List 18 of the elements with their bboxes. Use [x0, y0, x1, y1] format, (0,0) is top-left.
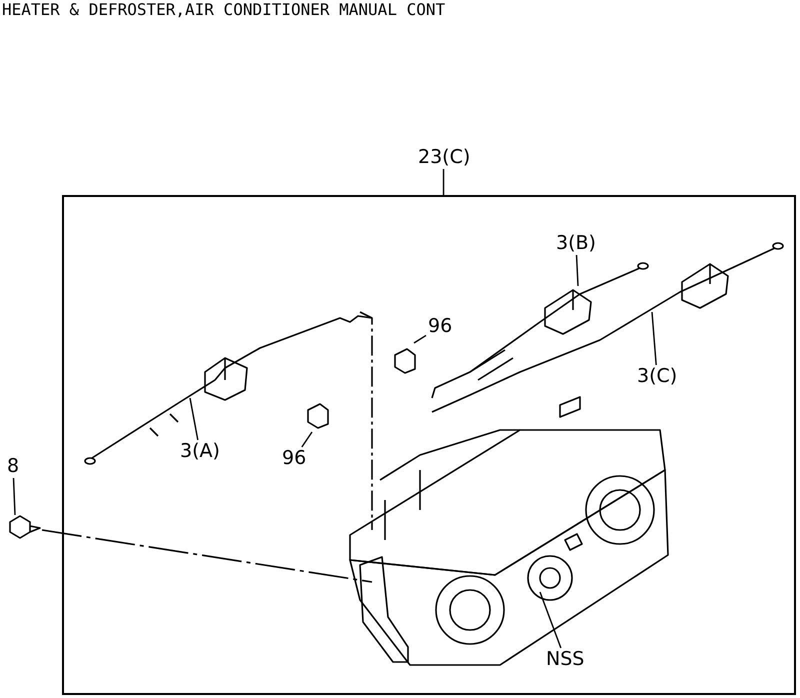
callout-label: NSS	[546, 650, 584, 669]
diagram-title: HEATER & DEFROSTER,AIR CONDITIONER MANUAL CONT	[2, 0, 446, 19]
leader-line	[539, 592, 562, 648]
leader-line	[442, 169, 444, 195]
callout-label: 3(C)	[637, 367, 678, 386]
leader-line	[651, 312, 657, 366]
leader-line	[301, 432, 313, 448]
callout-label: 3(A)	[180, 442, 220, 461]
leader-line	[189, 398, 198, 440]
callout-label: 8	[7, 457, 20, 476]
leader-line	[576, 254, 579, 286]
callout-label: 96	[428, 317, 452, 336]
frame-box	[62, 195, 796, 695]
leader-line	[414, 334, 426, 344]
callout-label: 3(B)	[556, 234, 596, 253]
leader-line	[12, 478, 16, 516]
callout-label: 23(C)	[418, 148, 470, 167]
callout-label: 96	[282, 449, 306, 468]
